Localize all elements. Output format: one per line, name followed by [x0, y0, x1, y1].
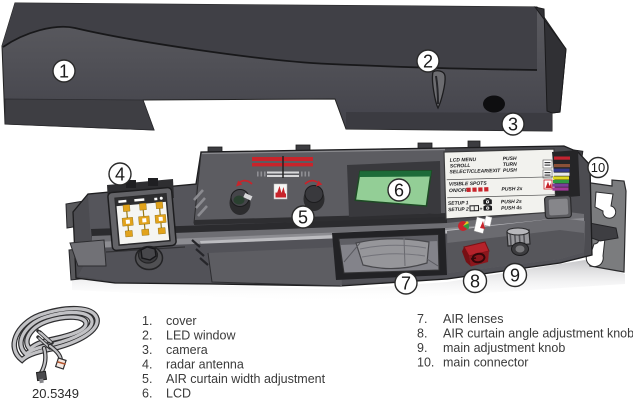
svg-text:camera: camera	[166, 343, 208, 357]
svg-text:3.: 3.	[142, 343, 152, 357]
svg-text:9: 9	[510, 266, 520, 286]
svg-text:3: 3	[508, 115, 518, 135]
svg-text:4.: 4.	[142, 358, 152, 372]
svg-text:SCROLL: SCROLL	[450, 163, 471, 170]
svg-text:SETUP 1: SETUP 1	[448, 200, 469, 207]
svg-text:4: 4	[115, 165, 125, 185]
svg-text:AIR curtain width adjustment: AIR curtain width adjustment	[166, 372, 326, 386]
svg-text:main connector: main connector	[443, 356, 528, 370]
svg-text:main adjustment knob: main adjustment knob	[443, 341, 565, 355]
svg-text:8: 8	[470, 272, 480, 292]
svg-text:8.: 8.	[417, 327, 427, 341]
svg-text:PUSH 4s: PUSH 4s	[501, 205, 522, 212]
svg-text:cover: cover	[166, 314, 197, 328]
svg-text:10: 10	[591, 160, 605, 175]
svg-text:LED window: LED window	[166, 329, 236, 343]
svg-text:VISIBLE SPOTS: VISIBLE SPOTS	[449, 181, 488, 188]
svg-text:AIR lenses: AIR lenses	[443, 312, 503, 326]
svg-text:LCD: LCD	[166, 387, 191, 401]
svg-text:10.: 10.	[417, 356, 434, 370]
svg-text:+: +	[479, 206, 482, 212]
svg-text:SELECT/CLEAR/EXIT: SELECT/CLEAR/EXIT	[449, 168, 501, 175]
svg-text:PUSH: PUSH	[503, 168, 517, 174]
svg-text:1: 1	[59, 62, 69, 82]
svg-text:6: 6	[394, 181, 404, 201]
svg-text:PUSH: PUSH	[503, 156, 517, 162]
svg-text:7: 7	[401, 274, 411, 294]
svg-text:PUSH 2x: PUSH 2x	[501, 186, 522, 193]
svg-text:radar antenna: radar antenna	[166, 358, 244, 372]
svg-text:5.: 5.	[142, 372, 152, 386]
svg-text:6.: 6.	[142, 387, 152, 401]
svg-text:2: 2	[423, 52, 433, 72]
svg-text:1.: 1.	[142, 314, 152, 328]
svg-text:LCD MENU: LCD MENU	[450, 157, 477, 164]
svg-text:ON/OFF: ON/OFF	[449, 188, 469, 195]
svg-text:20.5349: 20.5349	[32, 386, 79, 401]
svg-text:2.: 2.	[142, 329, 152, 343]
svg-text:TURN: TURN	[503, 162, 517, 168]
svg-text:9.: 9.	[417, 341, 427, 355]
svg-text:SETUP 2: SETUP 2	[448, 207, 469, 214]
svg-text:AIR curtain angle adjustment k: AIR curtain angle adjustment knob	[443, 327, 633, 341]
svg-text:7.: 7.	[417, 312, 427, 326]
svg-text:PUSH 2s: PUSH 2s	[501, 199, 522, 206]
svg-text:5: 5	[298, 208, 308, 228]
